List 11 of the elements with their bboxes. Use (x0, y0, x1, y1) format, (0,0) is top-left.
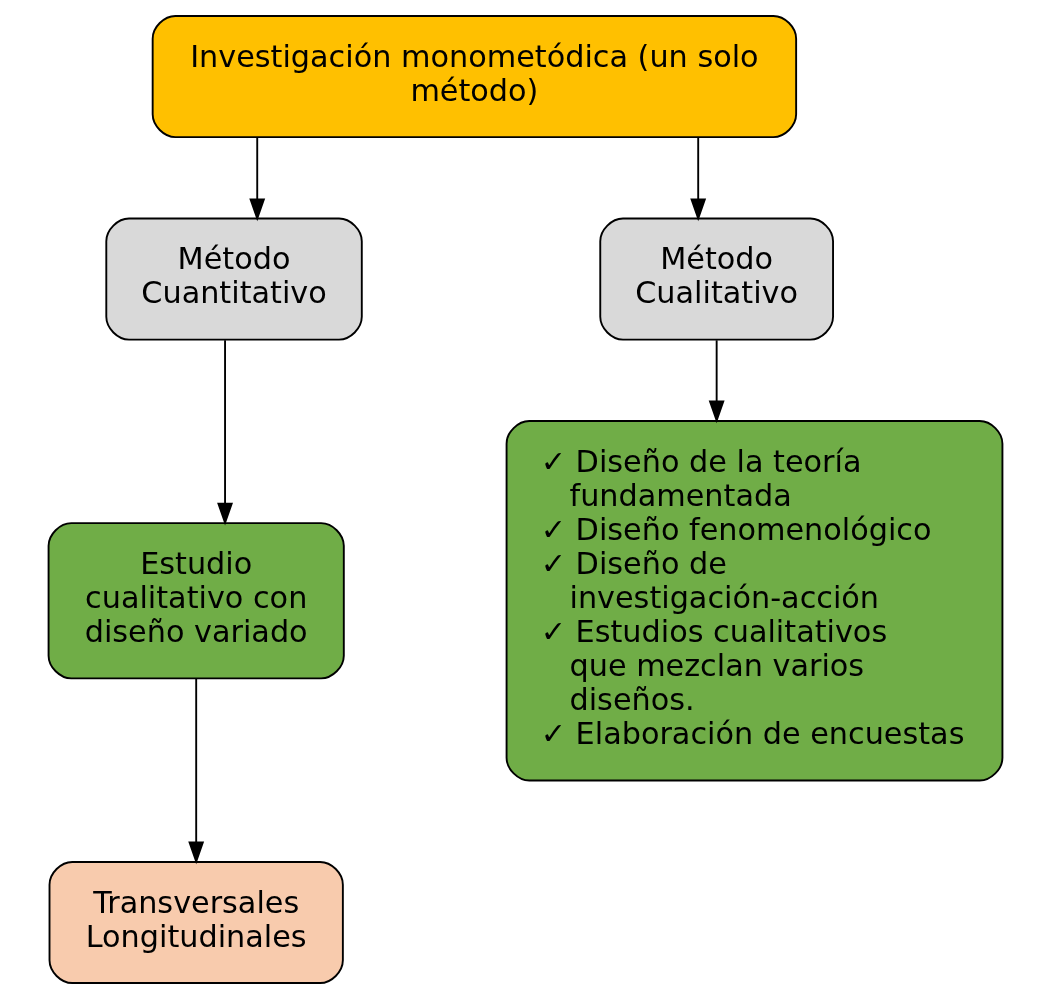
node-box: ✓ Diseño de la teoría fundamentada ✓ Diseño fenomenológico ✓ Diseño de investigación-acción ✓ Estudios cualitativos que mezclan varios diseños. ✓ Elaboración de encuestas (505, 420, 1004, 782)
node-box: Método Cualitativo (599, 217, 834, 341)
arrow (217, 339, 233, 526)
arrow (690, 136, 707, 222)
arrow (708, 339, 725, 424)
node-box: Método Cuantitativo (105, 217, 363, 341)
node-box: Transversales Longitudinales (48, 861, 344, 984)
arrow (188, 677, 205, 865)
node-box: Estudio cualitativo con diseño variado (47, 522, 345, 680)
arrow (249, 136, 266, 222)
node-box: Investigación monometódica (un solo método) (151, 15, 798, 138)
